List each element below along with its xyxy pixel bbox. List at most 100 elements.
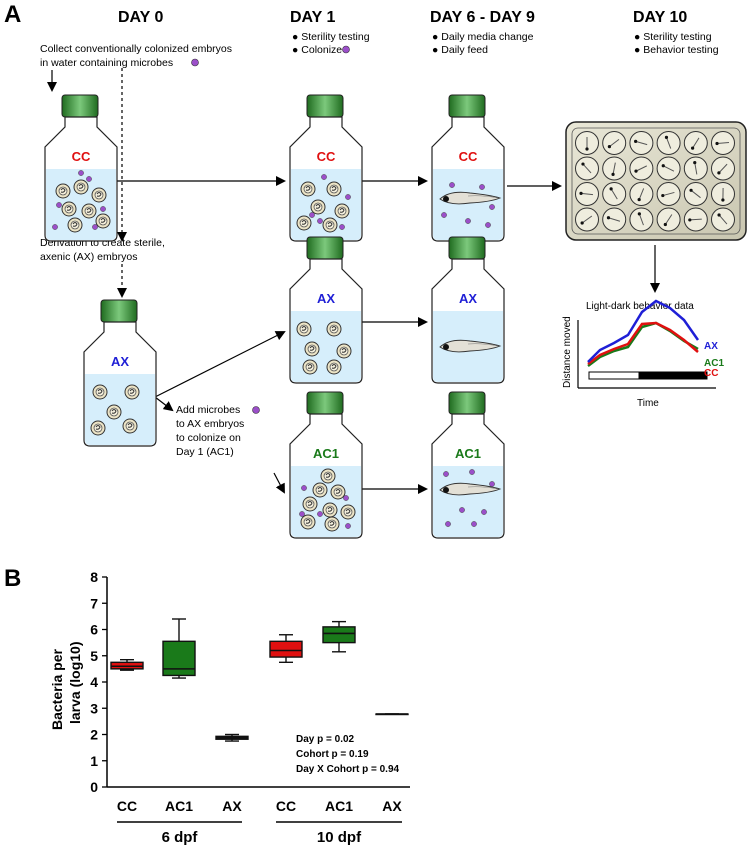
embryo [330,484,346,500]
well [683,207,708,232]
flask-cc: CC [289,94,363,242]
well [575,156,599,181]
microbe-dot [345,194,351,200]
well [575,182,599,206]
well [711,182,735,206]
well [629,182,654,206]
embryo [324,516,340,532]
well [711,207,735,232]
flask-ac1: AC1 [431,391,505,539]
microbe-dot [449,182,455,188]
embryo [300,181,316,197]
embryo [302,359,318,375]
microbe-dot [78,170,84,176]
microbe-dot [445,521,451,527]
well [629,131,654,155]
microbe-dot [345,523,351,529]
well [683,156,708,181]
dark-phase-bar [638,371,708,380]
day6-bullets: ● Daily media change ● Daily feed [432,31,534,56]
panel-a: A DAY 0 DAY 1 DAY 6 - DAY 9 DAY 10 ● Ste… [4,1,747,539]
microbe-dot [339,224,345,230]
y-tick-label: 6 [90,622,98,638]
x-tick-label: AX [382,798,402,814]
flask-label: AC1 [455,446,481,461]
well-plate [565,121,747,241]
behavior-legend-cc: CC [704,368,718,379]
group-label: 6 dpf [162,829,199,846]
microbe-dot [299,511,305,517]
x-tick-label: CC [276,798,296,814]
day10-bullet-1: ● Sterility testing [634,31,712,43]
collect-note-line-1: Collect conventionally colonized embryos [40,43,232,55]
flow-arrows [47,68,660,494]
microbe-dot [489,481,495,487]
flask-label: AX [317,291,335,306]
embryo [312,482,328,498]
microbe-dot [342,45,350,54]
microbe-dot [471,521,477,527]
microbe-dot [317,218,323,224]
box-ac1-6dpf [162,618,196,679]
embryo [310,199,326,215]
microbe-dot [489,204,495,210]
add-note-line-4: Day 1 (AC1) [176,446,234,458]
x-tick-label: CC [117,798,137,814]
embryo [296,321,312,337]
embryo [61,201,77,217]
day10-heading: DAY 10 [633,9,687,26]
behavior-chart: Light-dark behavior data Distance moved … [562,299,724,409]
embryo [90,420,106,436]
day6-heading: DAY 6 - DAY 9 [430,9,535,26]
embryo [73,179,89,195]
microbe-dot [309,212,315,218]
microbe-dot [441,212,447,218]
behavior-line-ax [587,299,700,363]
y-tick-label: 3 [90,700,98,716]
larva [439,339,502,353]
y-axis-label-line-1: Bacteria per [49,649,65,730]
microbe-dot [52,224,58,230]
microbe-dot [343,495,349,501]
microbe-dot [443,471,449,477]
box-ax-10dpf [375,713,409,716]
x-tick-label: AC1 [325,798,353,814]
embryo [95,213,111,229]
embryo [322,217,338,233]
day0-heading: DAY 0 [118,9,163,26]
annotation-interaction: Day X Cohort p = 0.94 [296,764,400,775]
embryo [322,502,338,518]
day10-bullet-2: ● Behavior testing [634,44,719,56]
well [656,207,681,232]
behavior-legend-ac1: AC1 [704,358,724,369]
flask-cc: CC [44,94,118,242]
day10-bullets: ● Sterility testing ● Behavior testing [634,31,719,56]
panel-b-label: B [4,565,21,592]
embryo [55,183,71,199]
embryo [320,468,336,484]
group-label: 10 dpf [317,829,362,846]
microbe-dot [321,174,327,180]
microbe-dot [92,224,98,230]
flask-cc: CC [431,94,505,242]
box-cc-10dpf [269,634,303,664]
flask-cap [448,236,486,260]
well [602,182,627,206]
well [602,207,627,232]
y-tick-label: 2 [90,727,98,743]
y-tick-label: 7 [90,595,98,611]
x-tick-label: AC1 [165,798,193,814]
flask-label: AX [111,354,129,369]
microbe-dot [479,184,485,190]
flask-label: CC [459,149,478,164]
microbe-dot [465,218,471,224]
microbe-dot [301,485,307,491]
box-iqr [269,640,303,658]
microbe-dot [86,176,92,182]
well [629,156,654,181]
microbe-dot [469,469,475,475]
arrow-ax-to-day1 [154,331,286,398]
y-tick-label: 4 [90,674,98,690]
